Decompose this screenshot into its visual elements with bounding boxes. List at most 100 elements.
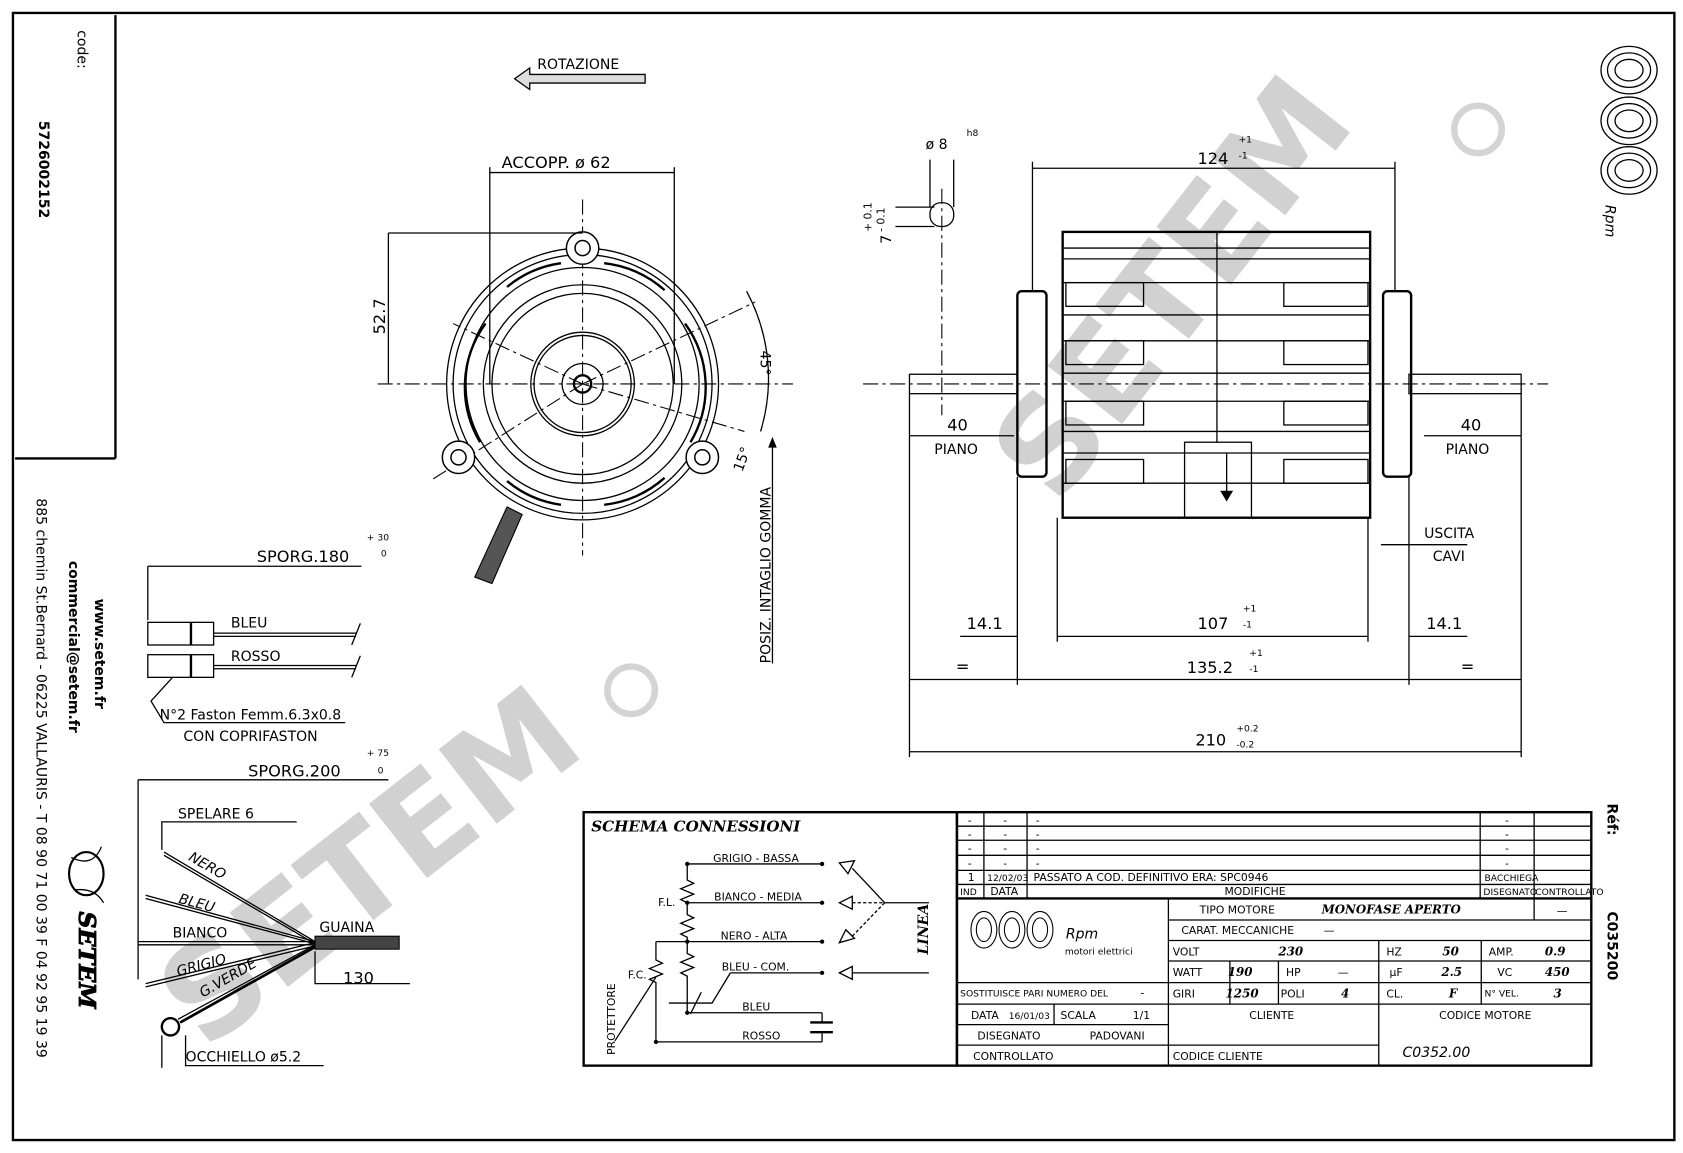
title-block-uf-label: 2.5 bbox=[1440, 965, 1462, 979]
wiring-faston-1-label: N°2 Faston Femm.6.3x0.8 bbox=[160, 707, 342, 723]
drawing-line bbox=[1065, 281, 1145, 307]
title-block-vel-label-label: N° VEL. bbox=[1484, 989, 1518, 1000]
title-block-mods-2-data-label: - bbox=[1003, 842, 1007, 855]
side-view: ø 8 h8 7 + 0.1 - 0.1 124 +1-1 40 PIANO 4… bbox=[862, 128, 1549, 758]
drawing-line bbox=[614, 863, 929, 1043]
title-block-hdr-ctrl-label: CONTROLLATO bbox=[1535, 887, 1603, 898]
title-block-mods-2-dis-label: - bbox=[1505, 842, 1509, 855]
drawing-line bbox=[572, 374, 593, 394]
side-view-d-135-2-label: 135.2 bbox=[1187, 658, 1233, 677]
title-block-mods-0-data-label: - bbox=[1003, 814, 1007, 827]
title-block-mods-3-dis-label: - bbox=[1505, 857, 1509, 870]
drawing-line bbox=[1606, 102, 1652, 139]
drawing-line bbox=[970, 910, 1054, 949]
drawing-line bbox=[463, 261, 707, 506]
title-block-watt-label-label: WATT bbox=[1173, 966, 1203, 979]
side-view-length-124-label: 124 bbox=[1198, 149, 1229, 168]
title-block-hp-label-label: HP bbox=[1286, 966, 1301, 979]
drawing-line bbox=[1606, 152, 1652, 189]
side-view-piano-label-label: PIANO bbox=[1446, 442, 1490, 458]
drawing-line bbox=[491, 292, 674, 476]
drawing-line bbox=[177, 944, 316, 1020]
side-view-tol-m1-label: -1 bbox=[1239, 151, 1248, 162]
right-logo-label: Rpm bbox=[1601, 205, 1617, 237]
drawing-line bbox=[998, 910, 1026, 949]
email[interactable]: commercial@setem.fr bbox=[65, 561, 81, 733]
schema-protector-label: PROTETTORE bbox=[605, 983, 618, 1055]
front-view-angle-1-label: 45° bbox=[757, 351, 773, 376]
wiring-faston-2-label: CON COPRIFASTON bbox=[183, 729, 317, 745]
code-label: code: bbox=[74, 30, 90, 69]
title-block-volt-label: 230 bbox=[1277, 945, 1304, 959]
mod-row: ---- bbox=[968, 842, 1509, 855]
drawing-line bbox=[530, 331, 636, 437]
drawing-line bbox=[838, 928, 856, 944]
title-block-mods-2-ind-label: - bbox=[968, 842, 972, 855]
eyelet bbox=[160, 1016, 181, 1037]
title-block-hz-label-label: HZ bbox=[1386, 946, 1401, 959]
wiring-sheath-len-label: 130 bbox=[343, 969, 374, 988]
title-block-mods-4-dis-label: BACCHIEGA bbox=[1484, 873, 1539, 884]
wiring-sporg-180-label: SPORG.180 bbox=[257, 547, 350, 566]
drawing-line bbox=[694, 449, 711, 466]
drawing-line bbox=[473, 506, 523, 585]
drawing-line bbox=[351, 655, 361, 678]
side-view-d-107-label: 107 bbox=[1198, 614, 1229, 633]
title-block-sost-label: - bbox=[1140, 987, 1144, 1000]
title-block-poli-label-label: POLI bbox=[1281, 988, 1305, 1001]
drawing-line bbox=[647, 941, 665, 1042]
side-view-cable-exit-1-label: USCITA bbox=[1424, 526, 1475, 542]
drawing-line bbox=[1600, 96, 1658, 146]
drawing-line bbox=[163, 851, 316, 943]
drawing-line bbox=[179, 945, 316, 1024]
drawing-line bbox=[768, 436, 777, 448]
drawing-line bbox=[1031, 917, 1049, 943]
title-block-logo-label: Rpm bbox=[1066, 926, 1098, 942]
drawing-line bbox=[482, 284, 683, 484]
title-block-mods-1-dis-label: - bbox=[1505, 828, 1509, 841]
wiring-tol-180-minus-label: 0 bbox=[381, 549, 387, 560]
wiring-strip-label: SPELARE 6 bbox=[178, 807, 254, 823]
title-block-mods-4-data-label: 12/02/03 bbox=[987, 873, 1028, 884]
drawing-line bbox=[145, 894, 316, 943]
side-view-d-210-label: 210 bbox=[1195, 730, 1226, 749]
side-view-tol-p1-label: +1 bbox=[1249, 648, 1263, 659]
drawing-line bbox=[138, 851, 316, 1024]
drawing-line bbox=[685, 939, 690, 944]
drawing-line bbox=[1283, 281, 1369, 307]
drawing-line bbox=[1065, 458, 1145, 484]
wiring-tol-180-plus-label: + 30 bbox=[367, 532, 389, 543]
title-block-mods-3-desc-label: - bbox=[1036, 857, 1040, 870]
wiring-wire-bianco-label: BIANCO bbox=[173, 925, 228, 941]
title-block-hdr-mod-label: MODIFICHE bbox=[1224, 885, 1285, 898]
side-view-tol-p02-label: +0.2 bbox=[1236, 723, 1258, 734]
title-block-scala-label-label: SCALA bbox=[1061, 1009, 1097, 1022]
side-view-shaft-tol-label: h8 bbox=[967, 128, 979, 139]
title-block-tipo-label-label: TIPO MOTORE bbox=[1199, 904, 1275, 917]
drawing-line bbox=[1003, 917, 1021, 943]
drawing-line: TIPO MOTORE MONOFASE APERTO — CARAT. MEC… bbox=[960, 903, 1570, 1064]
title-block-vc-label-label: VC bbox=[1497, 966, 1512, 979]
title-block-mods-0-desc-label: - bbox=[1036, 814, 1040, 827]
rotation-arrow-icon bbox=[513, 66, 646, 91]
title-block-mods-3-ind-label: - bbox=[968, 857, 972, 870]
drawing-line bbox=[955, 810, 1593, 1067]
mod-row: ---- bbox=[968, 857, 1509, 870]
drawing-line bbox=[685, 900, 690, 905]
drawing-line bbox=[1283, 458, 1369, 484]
side-view-flat-tol-minus-label: - 0.1 bbox=[875, 207, 888, 231]
sidebar-brand-label: SETEM bbox=[73, 911, 101, 1009]
title-block-ctrl-label-label: CONTROLLATO bbox=[973, 1050, 1053, 1063]
drawing-line bbox=[970, 910, 998, 949]
drawing-line bbox=[837, 965, 853, 981]
title-block-hdr-data-label: DATA bbox=[990, 885, 1018, 898]
title-block-carat-label-label: CARAT. MECCANICHE bbox=[1181, 924, 1294, 937]
watermark-label: SETEM bbox=[963, 49, 1382, 526]
drawing-line bbox=[604, 663, 659, 718]
wiring-details: SPORG.180 + 300 BLEU ROSSO N°2 Faston Fe… bbox=[137, 532, 410, 1068]
wiring-sporg-200-label: SPORG.200 bbox=[248, 762, 341, 781]
faston-terminal bbox=[147, 654, 215, 678]
website[interactable]: www.setem.fr bbox=[91, 599, 107, 709]
title-block-mods-4-desc-label: PASSATO A COD. DEFINITIVO ERA: SPC0946 bbox=[1034, 871, 1269, 884]
drawing-line bbox=[351, 623, 361, 646]
